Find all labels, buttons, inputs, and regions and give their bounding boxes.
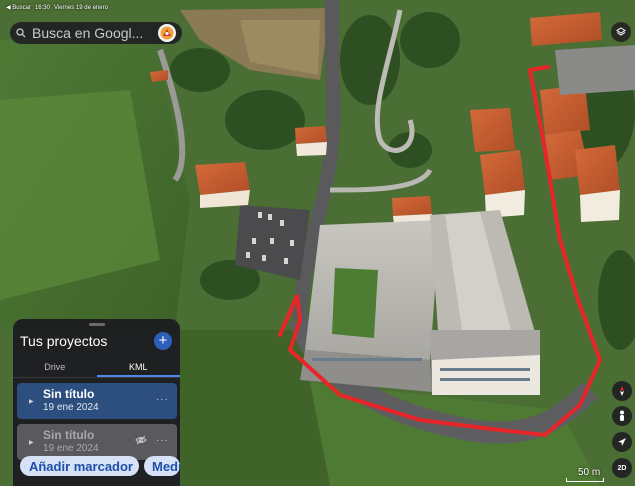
lawn-bottom-left [180, 330, 330, 486]
caret-right-icon[interactable]: ▶ [29, 399, 34, 405]
more-icon[interactable]: ··· [156, 394, 169, 405]
my-location-button[interactable] [612, 432, 632, 452]
back-to-search-link[interactable]: ◀ Buscar [6, 5, 31, 11]
main-building [300, 210, 540, 395]
search-bar[interactable]: Busca en Googl... [10, 22, 182, 44]
add-marker-button[interactable]: Añadir marcador [20, 456, 139, 476]
search-icon [16, 28, 26, 38]
panel-grabber[interactable] [89, 323, 105, 326]
status-bar: ◀ Buscar 16:30 Viernes 19 de enero [6, 2, 108, 14]
measure-button[interactable]: Medir [144, 456, 180, 476]
hidden-eye-icon[interactable] [135, 435, 147, 445]
scale-label: 50 m [578, 467, 601, 478]
panel-title: Tus proyectos [20, 333, 108, 349]
route-line[interactable] [278, 65, 602, 437]
main-road [293, 0, 341, 321]
plowed-field-2 [240, 20, 320, 75]
compass-icon [620, 386, 624, 396]
residential-block [470, 12, 635, 222]
measure-label: Medir [152, 458, 180, 474]
status-time: 16:30 [34, 5, 50, 11]
panel-tabs: Drive KML [13, 356, 180, 378]
houses [150, 70, 432, 225]
search-input[interactable]: Busca en Googl... [32, 25, 144, 41]
avatar-icon[interactable] [158, 24, 176, 42]
view-mode-label: 2D [617, 464, 627, 472]
more-icon[interactable]: ··· [156, 435, 169, 446]
person-icon [620, 410, 624, 421]
path-2 [329, 168, 433, 193]
meadow-left-light [0, 90, 160, 300]
walking-path [374, 9, 415, 153]
new-project-button[interactable]: + [154, 332, 172, 350]
locate-icon [618, 438, 626, 446]
project-date: 19 ene 2024 [43, 443, 99, 454]
plus-icon: + [158, 332, 168, 349]
project-item[interactable]: ▶ Sin título 19 ene 2024 ··· [17, 424, 177, 460]
caret-right-icon[interactable]: ▶ [29, 440, 34, 446]
layers-button[interactable] [611, 22, 631, 42]
project-date: 19 ene 2024 [43, 402, 99, 413]
tab-drive[interactable]: Drive [44, 362, 66, 372]
street-view-button[interactable] [612, 406, 632, 426]
project-name: Sin título [43, 387, 95, 401]
tab-kml[interactable]: KML [96, 356, 180, 377]
status-date: Viernes 19 de enero [53, 5, 108, 11]
project-item[interactable]: ▶ Sin título 19 ene 2024 ··· [17, 383, 177, 419]
view-mode-toggle[interactable]: 2D [612, 458, 632, 478]
marker-icon [24, 465, 25, 467]
compass-button[interactable] [612, 381, 632, 401]
layers-icon [616, 27, 626, 36]
scale-bar [566, 478, 604, 482]
side-path [157, 49, 186, 182]
project-name: Sin título [43, 428, 95, 442]
add-marker-label: Añadir marcador [28, 458, 133, 474]
parked-cars [246, 212, 294, 264]
